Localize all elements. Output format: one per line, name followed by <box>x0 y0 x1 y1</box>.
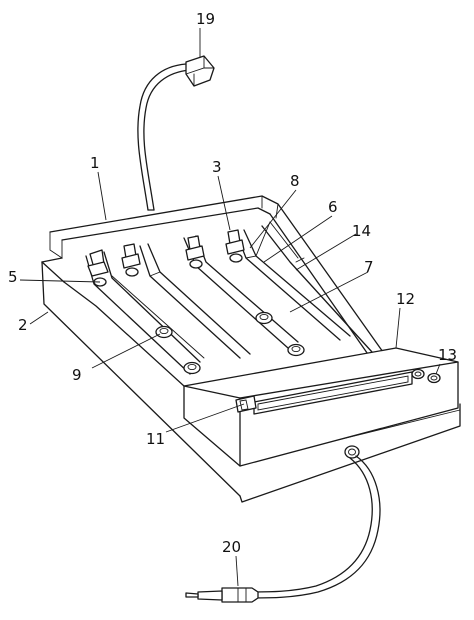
label-13: 13 <box>438 346 457 364</box>
label-1: 1 <box>90 154 100 172</box>
display-module <box>183 347 459 467</box>
label-7: 7 <box>364 258 374 276</box>
label-11: 11 <box>146 430 165 448</box>
contacts-row <box>87 229 245 287</box>
label-2: 2 <box>18 316 28 334</box>
reference-labels: 19 1 3 8 6 14 7 5 12 2 13 9 11 20 <box>8 10 457 556</box>
top-plug <box>185 55 215 87</box>
label-12: 12 <box>396 290 415 308</box>
label-14: 14 <box>352 222 371 240</box>
label-6: 6 <box>328 198 338 216</box>
bottom-cable <box>251 445 381 599</box>
leader-lines <box>19 28 441 587</box>
label-8: 8 <box>290 172 300 190</box>
label-9: 9 <box>72 366 82 384</box>
label-19: 19 <box>196 10 215 28</box>
label-5: 5 <box>8 268 18 286</box>
bolts <box>155 311 305 375</box>
label-20: 20 <box>222 538 241 556</box>
top-cable <box>137 63 191 211</box>
bottom-plug <box>185 587 259 603</box>
label-3: 3 <box>212 158 222 176</box>
